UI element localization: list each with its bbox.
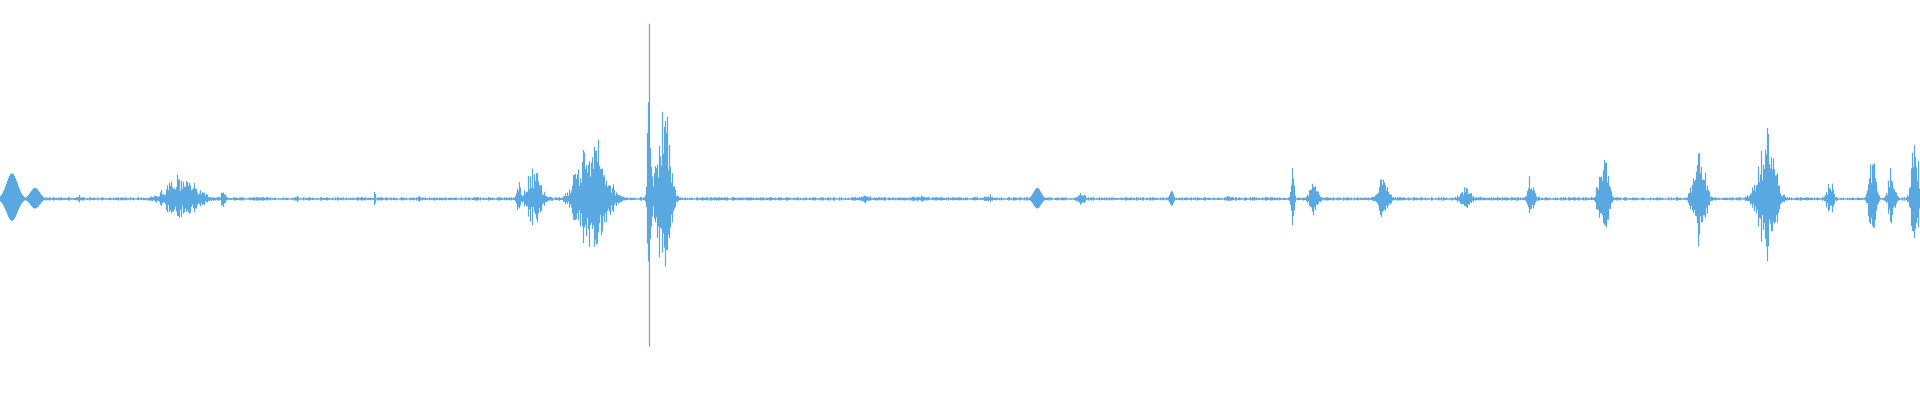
waveform-bars bbox=[0, 23, 1920, 347]
waveform-path bbox=[0, 23, 1920, 347]
